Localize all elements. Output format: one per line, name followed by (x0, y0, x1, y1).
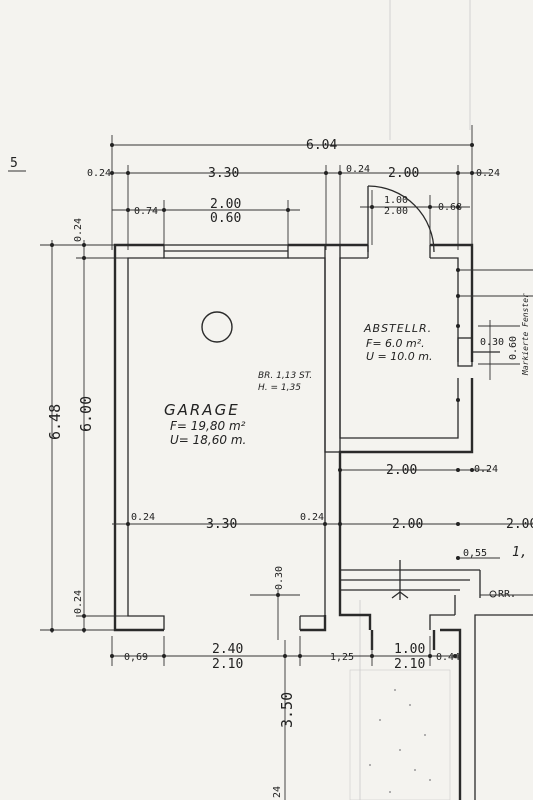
lower-right-walls (339, 452, 533, 800)
label-fragment: 1, (512, 545, 528, 560)
label-side-offset: 0,55 (463, 548, 487, 559)
label-garage-door-lintel: 0.30 (274, 566, 285, 590)
dim-garage-inner: 0.24 3.30 0.24 2.00 2.00 (112, 512, 533, 532)
label-bottom-door-height: 2.10 (394, 657, 425, 672)
garage-label: BR. 1,13 ST. H. = 1,35 GARAGE F= 19,80 m… (164, 371, 312, 447)
label-top-right-offset: 0.24 (476, 168, 500, 179)
label-bottom-right: 0.44 (436, 652, 460, 663)
label-door-width: 1.00 (384, 195, 408, 206)
dim-overall-width: 6.04 (110, 125, 474, 250)
label-garage-door-width: 2.40 (212, 642, 243, 657)
dim-left-inner: 0.24 6.00 0.24 (73, 218, 128, 633)
storage-name: ABSTELLR. (363, 322, 432, 335)
label-garage-inner-left-wall: 0.24 (131, 512, 155, 523)
floor-drain-icon (201, 311, 233, 343)
garage-area: F= 19,80 m² (170, 419, 246, 433)
storage-area: F= 6.0 m². (366, 337, 425, 350)
garage-name: GARAGE (164, 401, 240, 419)
dim-row-top: 0.24 3.30 0.24 2.00 0.24 (87, 164, 500, 250)
dim-row-openings: 0.74 2.00 0.60 1.00 2.00 0.68 (112, 190, 470, 245)
label-bottom-left: 0,69 (124, 652, 148, 663)
label-overall-depth: 6.48 (46, 404, 64, 440)
storage-label: ABSTELLR. F= 6.0 m². U = 10.0 m. (363, 322, 432, 363)
garage-window-note-1: BR. 1,13 ST. (258, 371, 312, 381)
label-mid-wall: 0.24 (346, 164, 370, 175)
label-right-mid-upper: 2.00 (386, 463, 417, 478)
label-vertical-lower-bottom: 24 (272, 786, 283, 798)
garage-perimeter: U= 18,60 m. (170, 433, 246, 447)
dim-garage-door-lintel: 0.30 (250, 566, 300, 640)
dim-right-side: 0.30 0.60 Markierte Fenster (456, 268, 533, 402)
label-storage-width-top: 2.00 (388, 166, 419, 181)
label-door-height: 2.00 (384, 206, 408, 217)
dim-right-mid: 2.00 0.24 (338, 463, 498, 478)
label-rr: RR. (498, 589, 516, 600)
label-window-height: 0.60 (210, 211, 241, 226)
label-garage-door-height: 2.10 (212, 657, 243, 672)
label-bottom-door-width: 1.00 (394, 642, 425, 657)
label-side-note: Markierte Fenster (521, 293, 530, 376)
label-left-top-wall: 0.24 (73, 218, 84, 242)
label-door-right-offset: 0.68 (438, 202, 462, 213)
label-bottom-mid: 1,25 (330, 652, 354, 663)
label-side-window-height: 0.60 (508, 336, 519, 360)
label-right-edge: 2.00 (506, 517, 533, 532)
label-window-left-offset: 0.74 (134, 206, 158, 217)
page-marker: 5 (10, 156, 18, 171)
label-vertical-lower: 3.50 (278, 692, 296, 728)
dim-vertical-lower: 3.50 24 (272, 640, 296, 800)
label-side-window-width: 0.30 (480, 337, 504, 348)
label-inner-depth: 6.00 (77, 396, 95, 432)
label-garage-inner-right-wall: 0.24 (300, 512, 324, 523)
label-garage-inner-width: 3.30 (206, 517, 237, 532)
garage-window-note-2: H. = 1,35 (258, 383, 301, 393)
paving-area (349, 669, 451, 800)
dim-bottom-row: 0,69 2.40 2.10 1,25 1.00 2.10 0.44 (110, 636, 460, 672)
label-window-width: 2.00 (210, 197, 241, 212)
label-right-mid-upper-offset: 0.24 (474, 464, 498, 475)
label-left-bottom-wall: 0.24 (73, 590, 84, 614)
label-overall-width: 6.04 (306, 138, 337, 153)
dim-left-outer: 6.48 (40, 240, 118, 633)
label-right-mid-lower: 2.00 (392, 517, 423, 532)
label-garage-width-top: 3.30 (208, 166, 239, 181)
label-top-left-offset: 0.24 (87, 168, 111, 179)
dim-lower-right-small: 0,55 1, RR. (456, 545, 533, 600)
storage-walls (339, 185, 500, 439)
storage-perimeter: U = 10.0 m. (366, 350, 432, 363)
